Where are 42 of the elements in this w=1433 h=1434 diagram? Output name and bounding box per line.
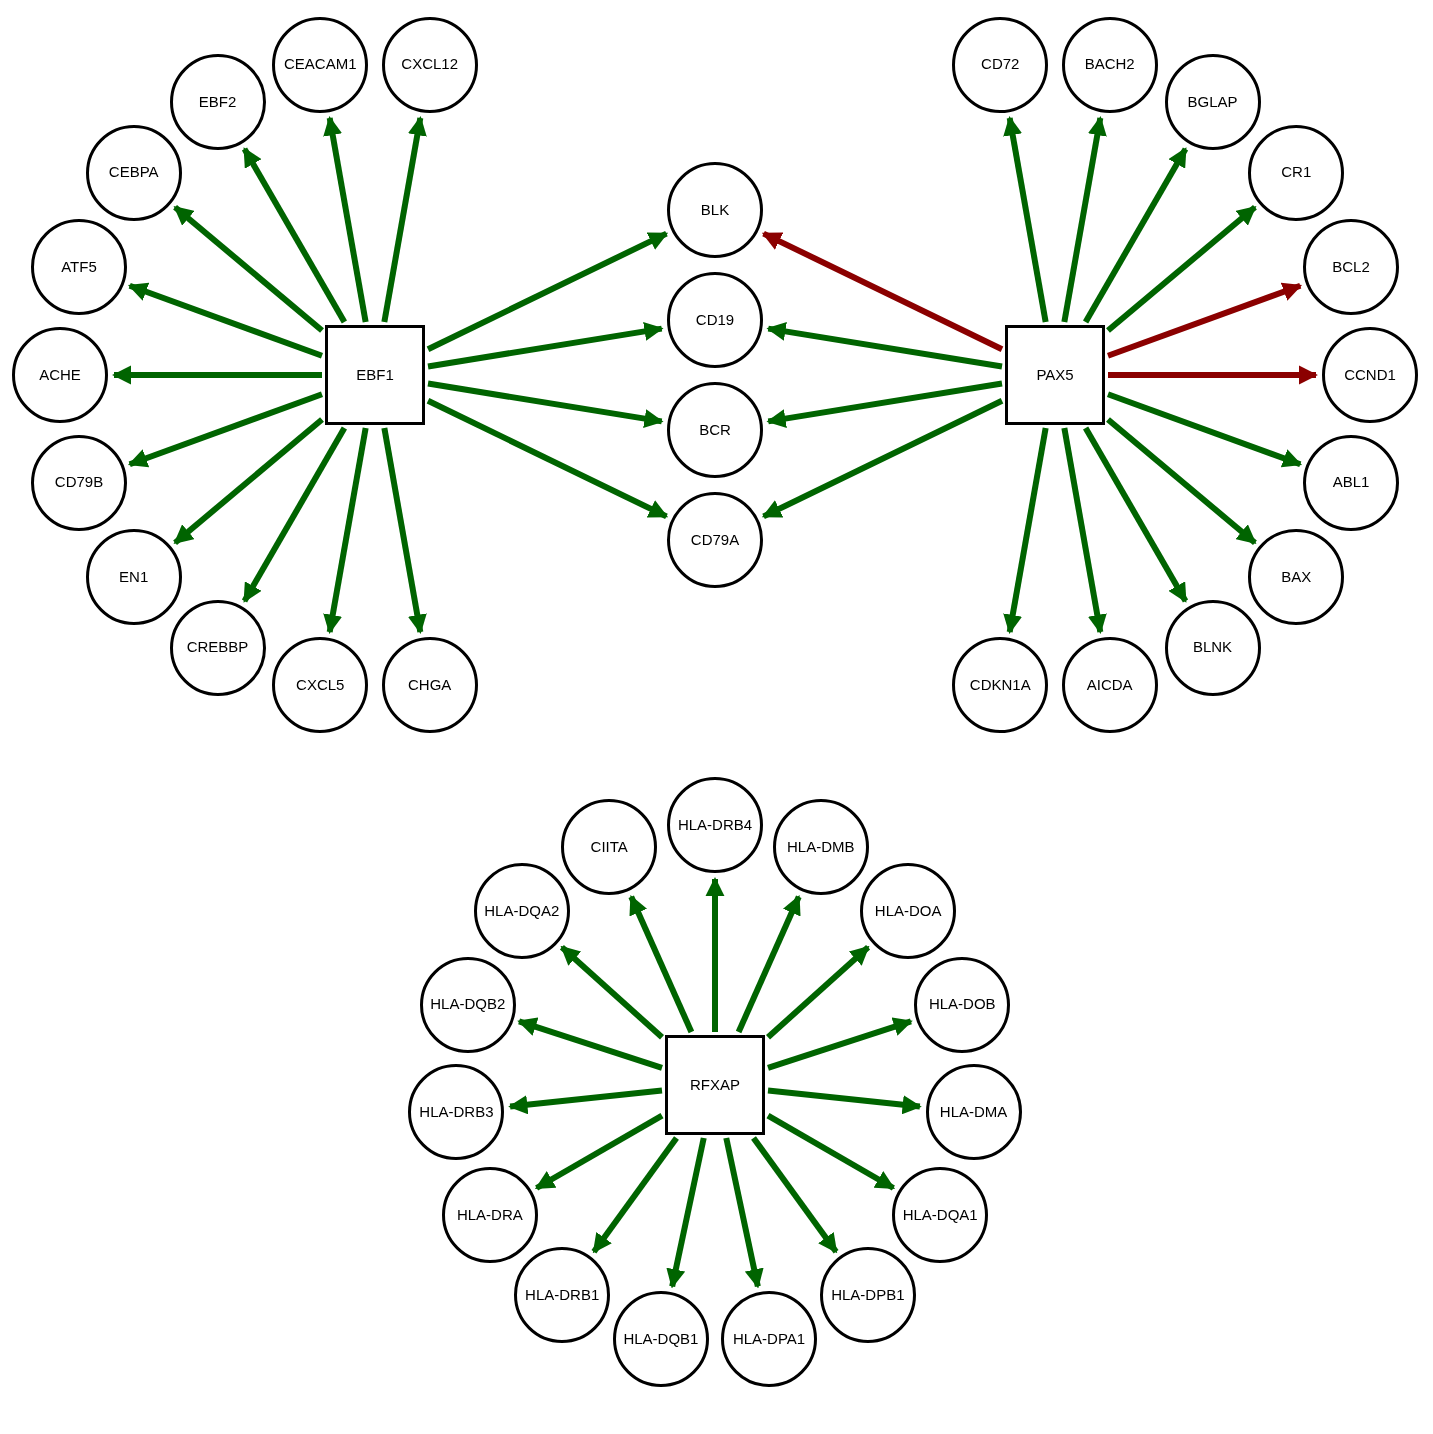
arrow — [766, 944, 871, 1040]
arrow — [751, 1136, 839, 1254]
arrow — [628, 895, 695, 1034]
arrow — [723, 1137, 764, 1289]
arrow — [173, 204, 324, 333]
arrow — [666, 1137, 707, 1289]
arrow — [1003, 116, 1049, 323]
arrow — [127, 282, 324, 359]
arrow — [705, 877, 725, 1032]
arrow — [1106, 282, 1303, 359]
arrow — [323, 116, 369, 323]
arrow — [766, 380, 1003, 429]
arrow — [1061, 427, 1107, 634]
arrow — [1106, 417, 1257, 546]
arrow — [517, 1017, 663, 1071]
arrow — [1108, 365, 1318, 385]
arrow — [323, 427, 369, 634]
arrow — [761, 398, 1004, 520]
hub-box: RFXAP — [665, 1035, 765, 1135]
arrow — [112, 365, 322, 385]
arrow — [591, 1136, 679, 1254]
hub-box: PAX5 — [1005, 325, 1105, 425]
arrow — [1106, 391, 1303, 468]
arrow — [381, 116, 427, 323]
arrow — [1003, 427, 1049, 634]
arrow — [427, 321, 664, 370]
arrow — [426, 398, 669, 520]
arrow — [427, 380, 664, 429]
arrow — [766, 321, 1003, 370]
arrow — [761, 230, 1004, 352]
arrow — [1061, 116, 1107, 323]
arrow — [173, 417, 324, 546]
hub-box: EBF1 — [325, 325, 425, 425]
arrow — [735, 895, 802, 1034]
arrow — [767, 1087, 922, 1115]
arrow — [381, 427, 427, 634]
arrow — [426, 230, 669, 352]
arrow — [559, 944, 664, 1040]
arrow — [508, 1087, 663, 1115]
arrow — [127, 391, 324, 468]
arrow — [1106, 204, 1257, 333]
arrow — [767, 1017, 913, 1071]
